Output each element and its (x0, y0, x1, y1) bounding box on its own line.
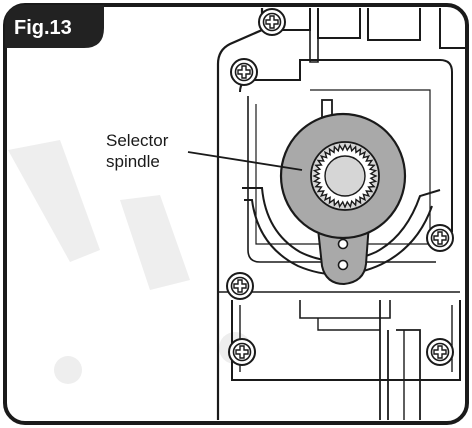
screw-icon (230, 58, 258, 86)
spindle-core (324, 155, 366, 197)
screw-icon (426, 224, 454, 252)
screw-icon (426, 338, 454, 366)
lever-hole-lower (337, 259, 349, 271)
callout-label-line1: Selector (106, 131, 169, 150)
screw-icon (226, 272, 254, 300)
lever-hole-upper (337, 238, 349, 250)
screw-icon (258, 8, 286, 36)
mechanism-housing (216, 8, 466, 420)
callout-label-line2: spindle (106, 152, 160, 171)
callout-leader-line (187, 151, 303, 171)
figure-tab (5, 5, 104, 48)
screw-icon (228, 338, 256, 366)
figure-label: Fig.13 (14, 17, 72, 39)
